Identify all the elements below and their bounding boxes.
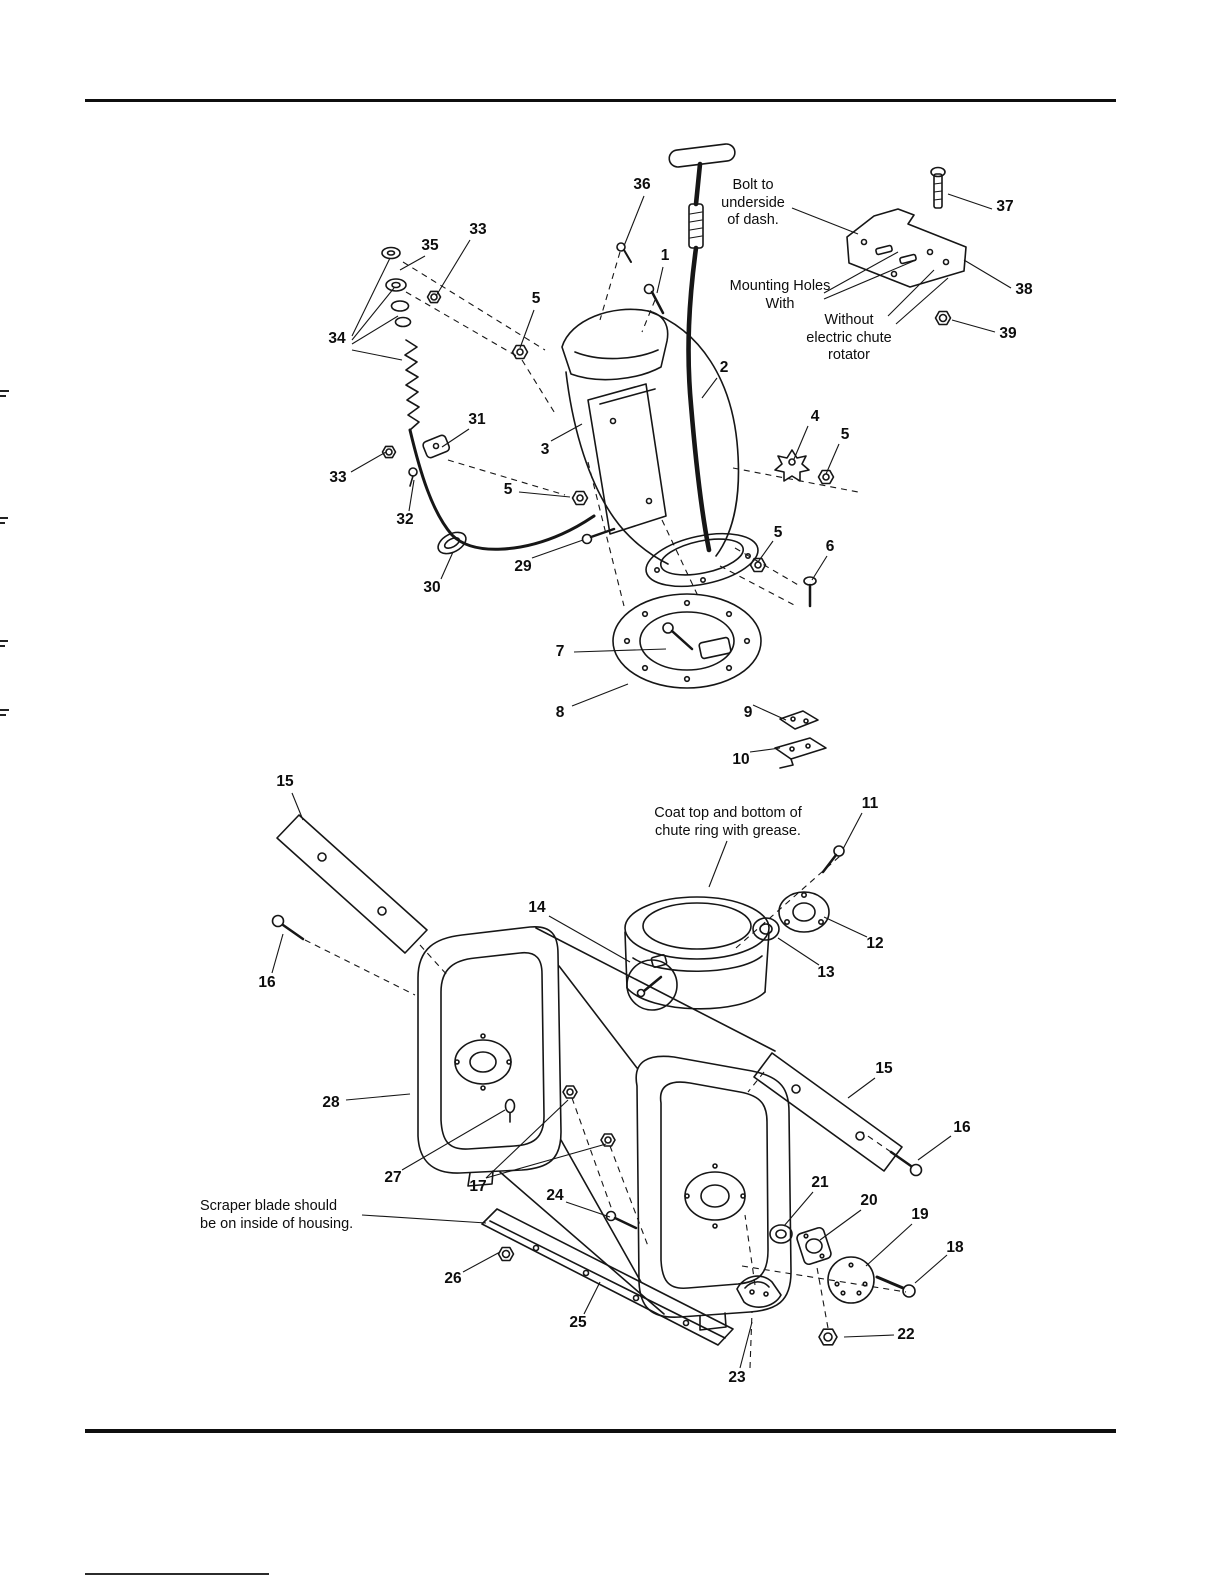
auger-housing-assembly [271, 814, 923, 1369]
callout-29: 29 [514, 558, 532, 575]
callout-30: 30 [423, 579, 441, 596]
callout-5: 5 [773, 524, 783, 541]
callout-5: 5 [531, 290, 541, 307]
callout-24: 24 [546, 1187, 564, 1204]
auger-housing [417, 896, 792, 1331]
upper-construction-lines [402, 251, 859, 607]
callout-3: 3 [540, 441, 550, 458]
callout-10: 10 [732, 751, 750, 768]
callout-19: 19 [911, 1206, 929, 1223]
callout-33: 33 [329, 469, 347, 486]
callout-11: 11 [861, 795, 879, 812]
callout-38: 38 [1015, 281, 1033, 298]
latch-parts [774, 710, 827, 769]
callout-6: 6 [825, 538, 835, 555]
bottom-rule [85, 1429, 1116, 1433]
chute-control-assembly [381, 143, 967, 769]
detail-circle-14 [626, 959, 678, 1011]
callout-2: 2 [719, 359, 729, 376]
scraper-blade [481, 1085, 734, 1346]
bearing-parts [752, 845, 845, 941]
callout-36: 36 [633, 176, 651, 193]
chute-ring-plate [612, 593, 762, 689]
callout-22: 22 [897, 1326, 915, 1343]
lower-construction-lines [304, 855, 907, 1369]
top-rule [85, 99, 1116, 102]
callout-32: 32 [396, 511, 414, 528]
callout-28: 28 [322, 1094, 340, 1111]
callout-12: 12 [866, 935, 884, 952]
scan-marks [0, 390, 9, 716]
callout-14: 14 [528, 899, 546, 916]
callout-33: 33 [469, 221, 487, 238]
callout-39: 39 [999, 325, 1017, 342]
upper-fasteners [511, 242, 835, 608]
callout-7: 7 [555, 643, 565, 660]
footer-link-underline [85, 1573, 269, 1575]
callout-21: 21 [811, 1174, 829, 1191]
callout-17: 17 [469, 1178, 487, 1195]
callout-8: 8 [555, 704, 565, 721]
callout-13: 13 [817, 964, 835, 981]
callout-5: 5 [503, 481, 513, 498]
callout-18: 18 [946, 1239, 964, 1256]
crank-rod [668, 143, 736, 553]
callout-25: 25 [569, 1314, 587, 1331]
callout-15: 15 [276, 773, 294, 790]
callout-16: 16 [953, 1119, 971, 1136]
callout-leader-lines [271, 193, 1012, 1369]
callout-20: 20 [860, 1192, 878, 1209]
callout-5: 5 [840, 426, 850, 443]
callout-1: 1 [660, 247, 670, 264]
callout-26: 26 [444, 1270, 462, 1287]
callout-37: 37 [996, 198, 1014, 215]
skid-plates [271, 814, 923, 1177]
callout-31: 31 [468, 411, 486, 428]
callout-16: 16 [258, 974, 276, 991]
callout-23: 23 [728, 1369, 746, 1386]
callout-35: 35 [421, 237, 439, 254]
callout-15: 15 [875, 1060, 893, 1077]
callout-4: 4 [810, 408, 820, 425]
callout-34: 34 [328, 330, 346, 347]
callout-9: 9 [743, 704, 753, 721]
callout-27: 27 [384, 1169, 402, 1186]
axle-parts [736, 1224, 916, 1346]
discharge-chute [561, 308, 759, 588]
